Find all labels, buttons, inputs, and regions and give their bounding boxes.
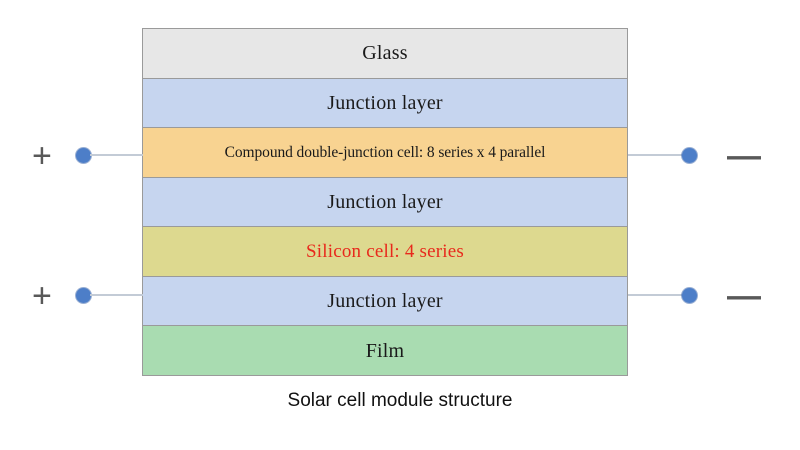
layer-film-label: Film (365, 339, 405, 362)
layer-glass: Glass (142, 28, 628, 79)
compound-positive-sign: + (32, 137, 52, 175)
layer-junction-1: Junction layer (142, 77, 628, 129)
silicon-negative-lead (628, 294, 685, 296)
silicon-positive-terminal-dot[interactable] (76, 288, 91, 303)
layer-silicon-cell-label: Silicon cell: 4 series (306, 241, 464, 263)
layer-junction-2: Junction layer (142, 176, 628, 228)
layer-junction-2-label: Junction layer (327, 191, 443, 214)
compound-negative-sign: — (727, 137, 761, 175)
silicon-negative-sign: — (727, 277, 761, 315)
compound-positive-terminal-dot[interactable] (76, 148, 91, 163)
layer-stack: Glass Junction layer Compound double-jun… (142, 28, 628, 377)
layer-junction-1-label: Junction layer (327, 91, 443, 114)
layer-silicon-cell: Silicon cell: 4 series (142, 226, 628, 277)
compound-positive-lead (90, 154, 143, 156)
layer-junction-3: Junction layer (142, 275, 628, 327)
silicon-negative-terminal-dot[interactable] (682, 288, 697, 303)
layer-film: Film (142, 325, 628, 377)
silicon-positive-lead (90, 294, 143, 296)
figure-caption: Solar cell module structure (287, 390, 513, 411)
layer-compound-cell-label: Compound double-junction cell: 8 series … (224, 143, 546, 161)
layer-compound-cell: Compound double-junction cell: 8 series … (142, 127, 628, 178)
layer-glass-label: Glass (362, 42, 408, 65)
silicon-positive-sign: + (32, 277, 52, 315)
compound-negative-terminal-dot[interactable] (682, 148, 697, 163)
compound-negative-lead (628, 154, 685, 156)
layer-junction-3-label: Junction layer (327, 290, 443, 313)
